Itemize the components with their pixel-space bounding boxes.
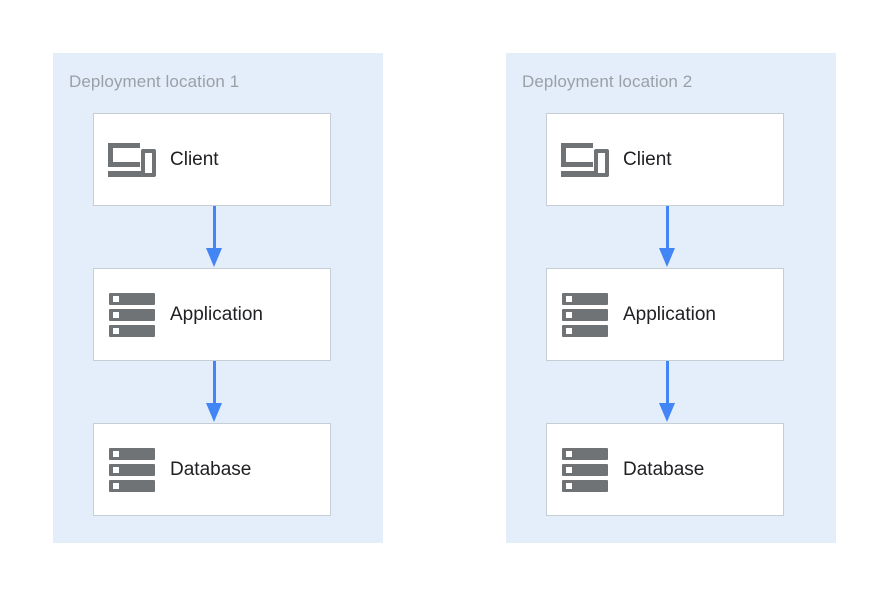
server-bay [562,308,608,321]
server-stack-icon [109,292,155,337]
arrow-head-icon [659,248,675,267]
zone-2-database-icon-wrap [547,447,623,492]
server-bay [109,308,155,321]
server-bay [562,324,608,337]
server-bay [109,479,155,492]
zone-1-node-database[interactable]: Database [93,423,331,516]
zone-2-arrow-client-to-application [658,206,676,268]
zone-2-node-application[interactable]: Application [546,268,784,361]
arrow-stem [212,361,216,405]
zone-2-client-icon-wrap [547,141,623,179]
zone-1-application-label: Application [170,303,263,325]
zone-1-application-icon-wrap [94,292,170,337]
laptop-base-part [561,170,598,177]
laptop-screen-part [108,142,140,167]
laptop-base-part [108,170,145,177]
zone-1-database-label: Database [170,458,252,480]
zone-1-client-label: Client [170,148,219,170]
server-bay [109,463,155,476]
deployment-zone-2: Deployment location 2 Client [506,53,836,543]
server-bay [562,292,608,305]
arrow-head-icon [659,403,675,422]
phone-part [141,148,156,177]
server-bay [109,324,155,337]
zone-2-client-label: Client [623,148,672,170]
arrow-stem [665,206,669,250]
server-stack-icon [109,447,155,492]
zone-2-title: Deployment location 2 [522,72,693,91]
laptop-screen-part [561,142,593,167]
zone-2-database-label: Database [623,458,705,480]
zone-2-node-client[interactable]: Client [546,113,784,206]
zone-2-application-label: Application [623,303,716,325]
zone-2-arrow-application-to-database [658,361,676,423]
zone-1-node-application[interactable]: Application [93,268,331,361]
arrow-head-icon [206,403,222,422]
arrow-head-icon [206,248,222,267]
zone-1-database-icon-wrap [94,447,170,492]
zone-1-client-icon-wrap [94,141,170,179]
zone-2-node-database[interactable]: Database [546,423,784,516]
server-bay [109,292,155,305]
server-stack-icon [562,292,608,337]
deployment-zone-1: Deployment location 1 Client [53,53,383,543]
zone-1-title: Deployment location 1 [69,72,240,91]
server-bay [562,447,608,460]
arrow-stem [665,361,669,405]
zone-2-application-icon-wrap [547,292,623,337]
server-bay [562,479,608,492]
zone-1-arrow-application-to-database [205,361,223,423]
devices-icon [108,141,156,179]
arrow-stem [212,206,216,250]
server-bay [109,447,155,460]
server-stack-icon [562,447,608,492]
server-bay [562,463,608,476]
devices-icon [561,141,609,179]
zone-1-arrow-client-to-application [205,206,223,268]
phone-part [594,148,609,177]
zone-1-node-client[interactable]: Client [93,113,331,206]
